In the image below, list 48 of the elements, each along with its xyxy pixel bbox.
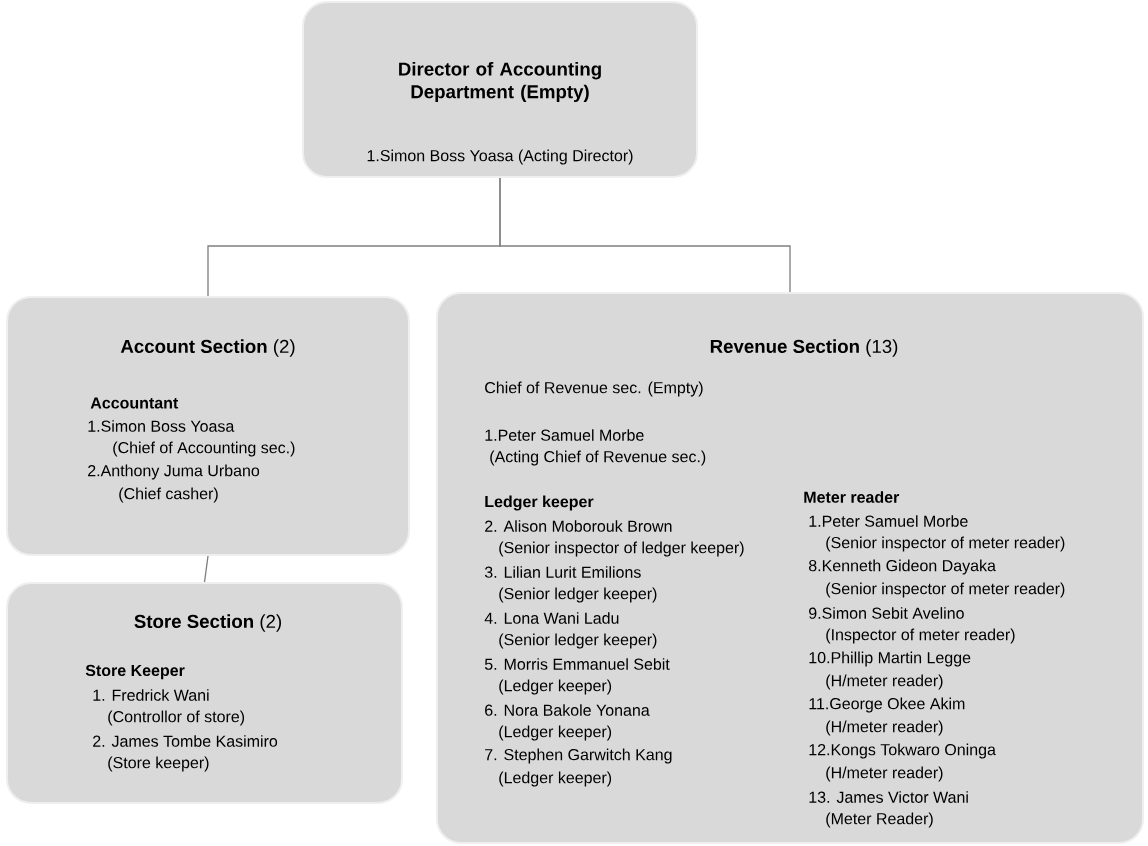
role-heading: Ledger keeper	[485, 495, 594, 511]
job-title: (Senior inspector of meter reader)	[826, 582, 1065, 598]
person-name: 12.Kongs Tokwaro Oninga	[809, 743, 996, 759]
job-title: (Senior inspector of ledger keeper)	[499, 541, 744, 557]
person-name: 8.Kenneth Gideon Dayaka	[808, 559, 996, 575]
job-title: (Chief of Accounting sec.)	[113, 441, 295, 457]
role-heading: Accountant	[90, 397, 179, 409]
connector-line	[203, 555, 209, 583]
person-name: 2. James Tombe Kasimiro	[93, 735, 278, 747]
person-entry: 1.Simon Boss Yoasa (Acting Director)	[367, 149, 633, 165]
connector-line	[499, 177, 791, 293]
job-title: (Chief casher)	[119, 487, 218, 503]
person-name: 1.Peter Samuel Morbe	[809, 515, 968, 527]
box-title: Director of Accounting Department (Empty)	[399, 61, 601, 103]
job-title: (Ledger keeper)	[499, 725, 612, 741]
job-title: (Ledger keeper)	[499, 771, 612, 787]
section-heading: Account Section (2)	[120, 339, 295, 357]
vacancy-note: Chief of Revenue sec. (Empty)	[485, 381, 703, 397]
person-name: 1.Simon Boss Yoasa	[88, 420, 235, 432]
job-title: (H/meter reader)	[826, 720, 943, 736]
person-name: 13. James Victor Wani	[809, 791, 968, 803]
job-title: (Meter Reader)	[826, 812, 933, 828]
section-heading: Revenue Section (13)	[710, 339, 898, 357]
person-name: 2. Alison Moborouk Brown	[485, 520, 672, 532]
section-heading: Store Section (2)	[134, 614, 281, 632]
person-name: 11.George Okee Akim	[809, 697, 965, 713]
job-title: (Controllor of store)	[108, 710, 245, 726]
person-name: 2.Anthony Juma Urbano	[88, 464, 260, 480]
person-name: 6. Nora Bakole Yonana	[485, 704, 650, 716]
person-name: 9.Simon Sebit Avelino	[809, 607, 964, 619]
person-name: 7. Stephen Garwitch Kang	[485, 748, 672, 764]
person-name: 5. Morris Emmanuel Sebit	[484, 658, 670, 670]
job-title: (Ledger keeper)	[499, 679, 612, 695]
job-title: (Senior inspector of meter reader)	[826, 536, 1065, 552]
person-name: 10.Phillip Martin Legge	[809, 651, 971, 667]
person-name: 1. Fredrick Wani	[93, 689, 209, 701]
job-title: (Store keeper)	[108, 756, 209, 772]
person-name: 3. Lilian Lurit Emilions	[484, 566, 641, 578]
job-title: (H/meter reader)	[826, 766, 943, 782]
job-title: (Senior ledger keeper)	[499, 587, 657, 603]
job-title: (H/meter reader)	[826, 674, 943, 690]
role-heading: Meter reader	[804, 491, 900, 503]
role-heading: Store Keeper	[85, 664, 185, 680]
person-name: 1.Peter Samuel Morbe	[485, 429, 644, 441]
job-title: (Inspector of meter reader)	[826, 628, 1015, 644]
job-title: (Senior ledger keeper)	[499, 633, 657, 649]
person-name: 4. Lona Wani Ladu	[484, 612, 619, 624]
job-title: (Acting Chief of Revenue sec.)	[490, 450, 706, 466]
